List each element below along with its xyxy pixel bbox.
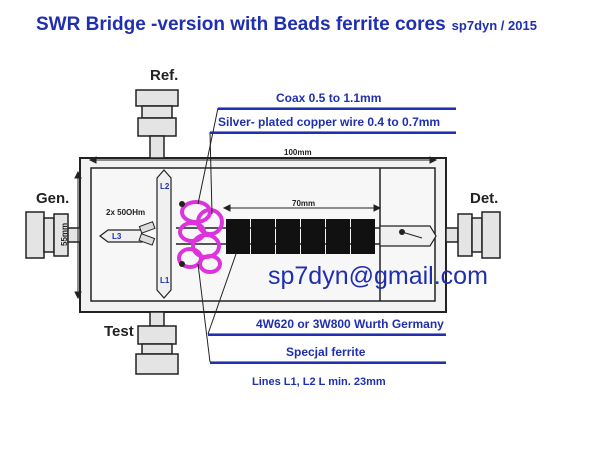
line-dimension	[222, 204, 382, 212]
ferrite-bead	[226, 236, 250, 254]
l1-l2-strip	[156, 169, 172, 299]
det-lead	[401, 231, 423, 239]
ferrite-bead	[276, 236, 300, 254]
ferrite-bead	[351, 219, 375, 237]
line-dimension-label: 70mm	[292, 199, 316, 208]
ferrite-bead	[301, 219, 325, 237]
ferrite-row-lower	[226, 236, 375, 254]
l1-label: L1	[160, 276, 170, 285]
det-end-conductor	[379, 225, 437, 247]
ferrite-bead	[326, 219, 350, 237]
l2-label: L2	[160, 182, 170, 191]
ferrite-bead	[226, 219, 250, 237]
ref-connector	[135, 89, 179, 159]
l3-label: L3	[112, 232, 122, 241]
det-label: Det.	[470, 190, 499, 207]
ref-label: Ref.	[150, 67, 179, 84]
title-main: SWR Bridge -version with Beads ferrite c…	[36, 14, 446, 35]
resistors-label: 2x 50OHm	[106, 208, 146, 217]
ferrite-bead	[301, 236, 325, 254]
title-sub: sp7dyn / 2015	[451, 18, 537, 33]
page-title: SWR Bridge -version with Beads ferrite c…	[36, 14, 537, 36]
height-dimension-label: 55mm	[60, 222, 69, 246]
resistor	[138, 221, 156, 234]
ferrite-row-upper	[226, 219, 375, 237]
height-dimension	[74, 170, 82, 300]
ferrite-bead	[251, 236, 275, 254]
coax-annotation: Coax 0.5 to 1.1mm	[276, 91, 382, 105]
wurth-annotation: 4W620 or 3W800 Wurth Germany	[256, 317, 444, 331]
contact-email: sp7dyn@gmail.com	[268, 262, 488, 290]
magenta-windings	[177, 200, 224, 274]
test-connector	[135, 311, 179, 375]
coax-ends	[179, 201, 185, 267]
wire-annotation: Silver- plated copper wire 0.4 to 0.7mm	[218, 115, 441, 129]
width-dimension	[88, 156, 438, 164]
det-connector	[445, 211, 501, 259]
gen-label: Gen.	[36, 190, 70, 207]
width-dimension-label: 100mm	[284, 148, 312, 157]
blue-underlines	[208, 108, 456, 364]
gen-connector	[25, 211, 81, 259]
ferrite-bead	[251, 219, 275, 237]
resistor	[138, 233, 156, 246]
ferrite-bead	[276, 219, 300, 237]
ferrite-bead	[326, 236, 350, 254]
ferrite-annotation: Specjal ferrite	[286, 345, 366, 359]
lines-annotation: Lines L1, L2 L min. 23mm	[252, 376, 386, 388]
test-label: Test	[104, 323, 134, 340]
ferrite-bead	[351, 236, 375, 254]
